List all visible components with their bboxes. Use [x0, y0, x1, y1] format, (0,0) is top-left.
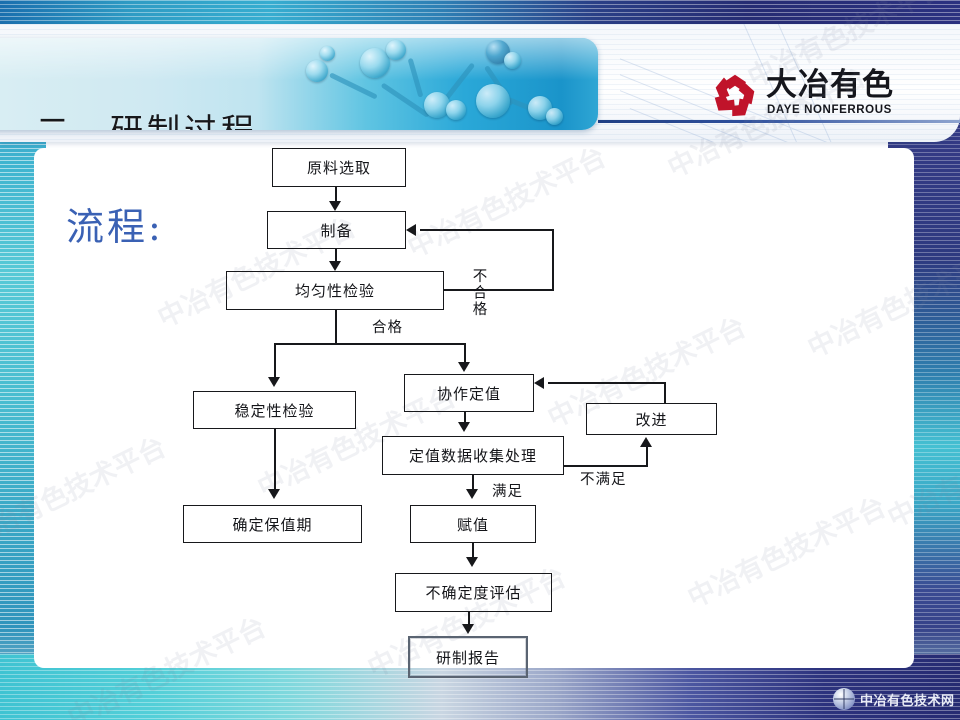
molecule-illustration: [290, 38, 598, 130]
arrowhead-down: [268, 377, 280, 387]
footer-site-badge: 中冶有色技术网: [833, 686, 955, 712]
brand-name-cn: 大冶有色: [766, 67, 894, 103]
edge-label-pass: 合格: [372, 320, 403, 336]
edge-fail-loop-bottom: [444, 289, 554, 291]
edge-label-satisfied: 满足: [492, 484, 523, 500]
content-panel: [34, 148, 914, 668]
arrowhead-down: [462, 624, 474, 634]
flow-node-preparation[interactable]: 制备: [267, 211, 406, 249]
flow-node-uncertainty-evaluation[interactable]: 不确定度评估: [395, 573, 552, 612]
flow-node-improvement[interactable]: 改进: [586, 403, 717, 435]
edge-raw-to-preparation: [335, 187, 337, 203]
edge-assign-to-uncertainty: [472, 543, 474, 559]
edge-pass-stem: [335, 310, 337, 344]
flow-node-development-report[interactable]: 研制报告: [408, 636, 528, 678]
header-divider: [598, 120, 960, 123]
edge-collab-to-data: [464, 412, 466, 424]
edge-label-not-satisfied: 不满足: [580, 472, 627, 488]
edge-satisfied-stem: [472, 475, 474, 491]
edge-label-fail: 不合格: [470, 268, 487, 318]
flow-section-label: 流程:: [66, 205, 164, 249]
edge-fail-loop-top: [420, 229, 554, 231]
footer-site-name: 中冶有色技术网: [860, 693, 955, 709]
arrowhead-down: [329, 261, 341, 271]
edge-split-bar: [274, 343, 466, 345]
edge-split-right: [464, 343, 466, 363]
arrowhead-down: [458, 362, 470, 372]
title-banner: 二、研制过程: [0, 38, 598, 130]
page-title: 二、研制过程: [36, 104, 258, 130]
edge-preparation-to-homogeneity: [335, 249, 337, 263]
brand-name-en: DAYE NONFERROUS: [767, 104, 892, 116]
globe-icon: [833, 688, 855, 710]
daye-pinwheel-icon: [712, 72, 758, 118]
edge-uncertainty-to-report: [468, 612, 470, 626]
brand-logo: 大冶有色 DAYE NONFERROUS: [712, 67, 922, 124]
edge-improvement-to-collab: [548, 382, 666, 384]
edge-improvement-up: [664, 382, 666, 404]
edge-fail-loop-right: [552, 230, 554, 291]
arrowhead-left: [534, 377, 544, 389]
arrowhead-down: [268, 489, 280, 499]
flow-node-raw-material-selection[interactable]: 原料选取: [272, 148, 406, 187]
flow-node-collaborative-value-assignment[interactable]: 协作定值: [404, 374, 534, 412]
slide-header: 二、研制过程 大冶有色: [0, 24, 960, 142]
flow-node-value-data-collection-processing[interactable]: 定值数据收集处理: [382, 436, 564, 475]
arrowhead-up: [640, 437, 652, 447]
arrowhead-down: [466, 557, 478, 567]
arrowhead-down: [466, 489, 478, 499]
flow-node-stability-test[interactable]: 稳定性检验: [193, 391, 356, 429]
flow-node-assign-value[interactable]: 赋值: [410, 505, 536, 543]
edge-stability-to-shelf-life: [274, 429, 276, 491]
edge-not-satisfied-right: [564, 465, 648, 467]
edge-not-satisfied-up: [646, 446, 648, 466]
arrowhead-left: [406, 224, 416, 236]
arrowhead-down: [458, 422, 470, 432]
arrowhead-down: [329, 201, 341, 211]
flow-node-homogeneity-test[interactable]: 均匀性检验: [226, 271, 444, 310]
flow-node-confirm-shelf-life[interactable]: 确定保值期: [183, 505, 362, 543]
edge-split-left: [274, 343, 276, 379]
